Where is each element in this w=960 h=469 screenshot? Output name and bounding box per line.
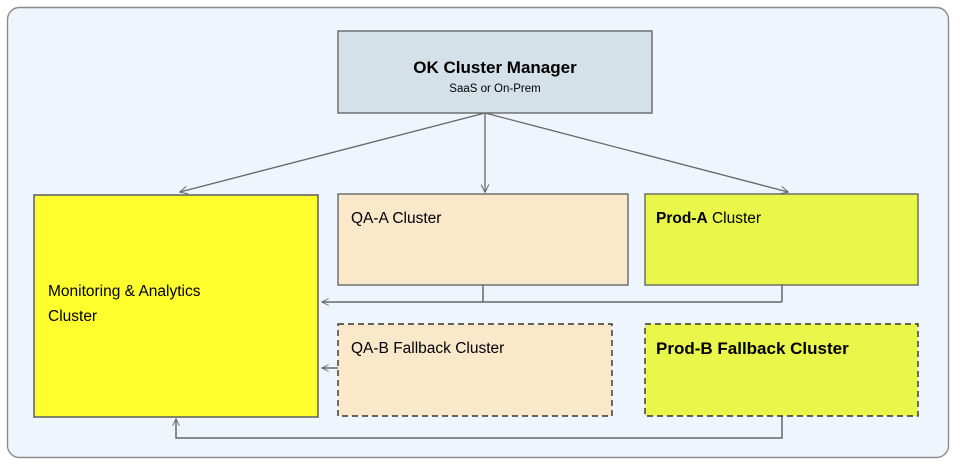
connector-manager-fanout xyxy=(180,112,788,192)
connector-a-tier-to-monitoring xyxy=(322,285,783,302)
monitoring-analytics-cluster-box[interactable] xyxy=(33,194,319,418)
connector-manager-to-prod-a xyxy=(484,112,788,192)
prod-a-cluster-label-rest: Cluster xyxy=(708,210,761,227)
ok-cluster-manager-title: OK Cluster Manager xyxy=(413,58,577,77)
monitoring-analytics-cluster-label-line1: Monitoring & Analytics xyxy=(48,283,201,300)
qa-a-cluster-box[interactable] xyxy=(337,193,629,286)
node-monitoring-analytics-cluster[interactable]: Monitoring & Analytics Cluster xyxy=(33,194,319,418)
node-qa-b-fallback-cluster[interactable]: QA-B Fallback Cluster xyxy=(337,323,613,417)
connector-manager-to-monitoring xyxy=(180,112,486,192)
node-ok-cluster-manager[interactable]: OK Cluster Manager SaaS or On-Prem xyxy=(337,30,653,114)
monitoring-analytics-cluster-label-line2: Cluster xyxy=(48,308,97,325)
qa-a-cluster-label: QA-A Cluster xyxy=(351,210,441,227)
prod-a-cluster-label: Prod-A Cluster xyxy=(656,210,761,227)
prod-b-fallback-cluster-box[interactable] xyxy=(644,323,919,417)
ok-cluster-manager-box[interactable] xyxy=(337,30,653,114)
prod-a-cluster-label-bold: Prod-A xyxy=(656,210,708,227)
prod-b-fallback-cluster-label: Prod-B Fallback Cluster xyxy=(656,339,849,358)
node-prod-a-cluster[interactable]: Prod-A Cluster xyxy=(644,193,919,286)
prod-a-cluster-box[interactable] xyxy=(644,193,919,286)
connector-prod-b-loop-to-monitoring xyxy=(176,416,783,439)
qa-b-fallback-cluster-box[interactable] xyxy=(337,323,613,417)
node-qa-a-cluster[interactable]: QA-A Cluster xyxy=(337,193,629,286)
qa-b-fallback-cluster-label: QA-B Fallback Cluster xyxy=(351,340,504,357)
node-prod-b-fallback-cluster[interactable]: Prod-B Fallback Cluster xyxy=(644,323,919,417)
ok-cluster-manager-subtitle: SaaS or On-Prem xyxy=(449,83,540,95)
